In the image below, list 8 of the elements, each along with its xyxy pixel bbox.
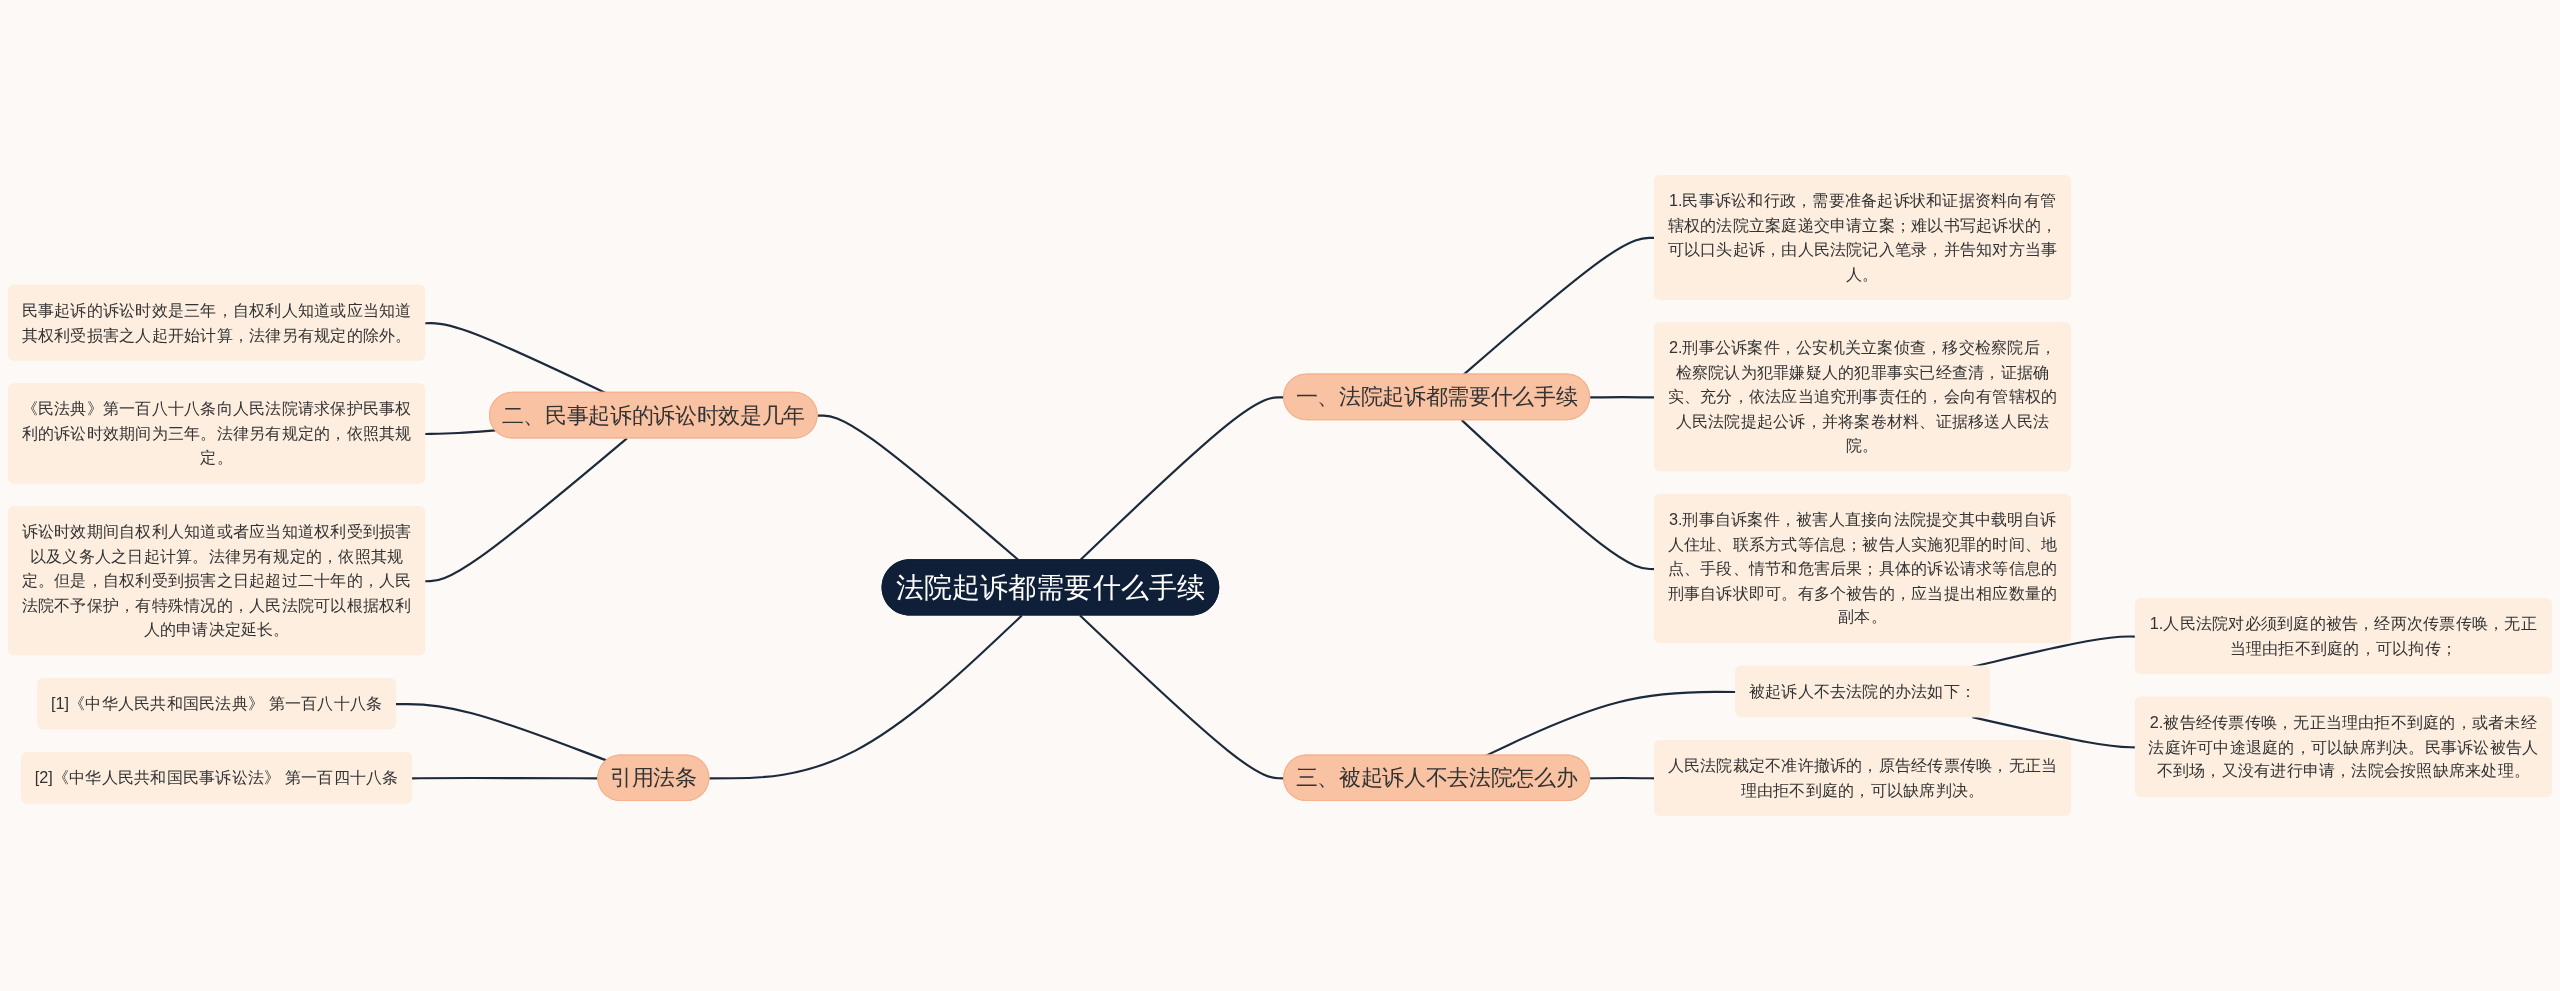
connector [395, 703, 608, 762]
connector [412, 777, 599, 780]
connector [425, 437, 628, 583]
connector [425, 322, 607, 394]
connector [425, 429, 496, 436]
connector [1972, 716, 2136, 749]
connector [709, 614, 1023, 780]
connector [1972, 635, 2136, 668]
